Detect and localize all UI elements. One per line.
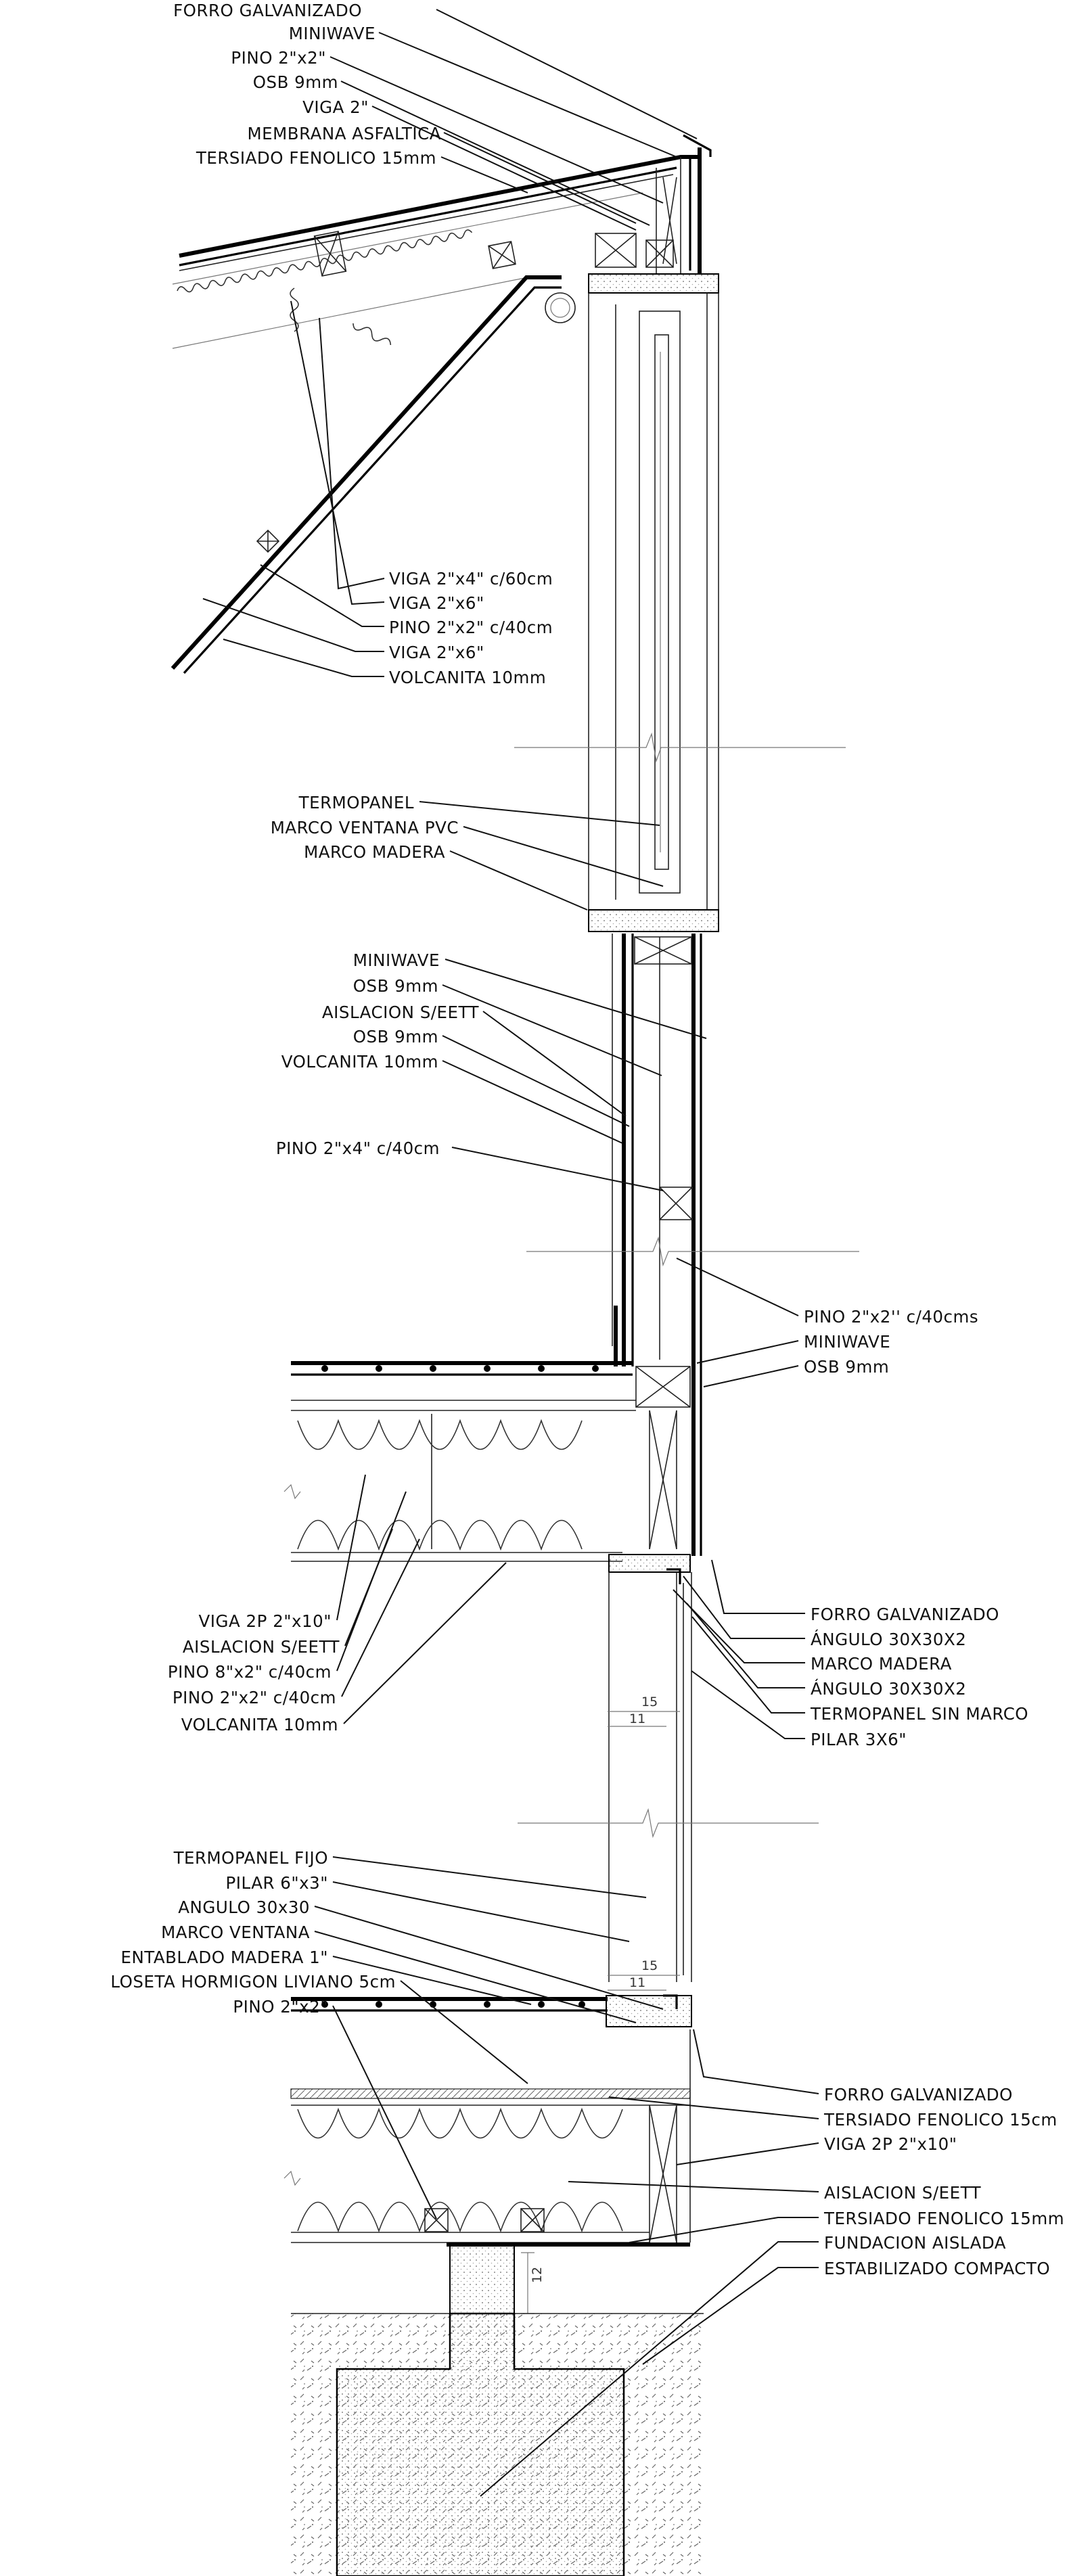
- labels-foundation: FORRO GALVANIZADO TERSIADO FENOLICO 15cm…: [823, 2085, 1064, 2278]
- label-pino-2x4: PINO 2"x4" c/40cm: [276, 1138, 440, 1158]
- label-tersiado-fenolico-roof: TERSIADO FENOLICO 15mm: [196, 148, 436, 168]
- labels-fixed-window: TERMOPANEL FIJO PILAR 6"x3" ANGULO 30x30…: [110, 1848, 396, 2017]
- dim-15-lower: 15: [641, 1958, 658, 1973]
- label-aislacion-wall: AISLACION S/EETT: [322, 1003, 480, 1022]
- label-fundacion-aislada: FUNDACION AISLADA: [824, 2233, 1006, 2253]
- label-termopanel-sin-marco: TERMOPANEL SIN MARCO: [810, 1704, 1028, 1724]
- labels-roof: FORRO GALVANIZADO MINIWAVE PINO 2"x2" OS…: [173, 1, 441, 168]
- floor-2: [283, 1997, 691, 2247]
- label-forro-galvanizado-corner: FORRO GALVANIZADO: [811, 1605, 999, 1624]
- label-miniwave-roof: MINIWAVE: [289, 24, 376, 43]
- label-pilar-6x3: PILAR 6"x3": [226, 1873, 329, 1893]
- label-angulo-30x30x2-a: ÁNGULO 30X30X2: [811, 1630, 966, 1649]
- label-tersiado-fenolico-15cm: TERSIADO FENOLICO 15cm: [823, 2110, 1057, 2130]
- label-loseta-hormigon: LOSETA HORMIGON LIVIANO 5cm: [110, 1972, 396, 1992]
- label-miniwave-wall-right: MINIWAVE: [804, 1332, 890, 1352]
- foundation: 12: [291, 2244, 704, 2576]
- leader-lines: [202, 9, 819, 2497]
- label-osb-wall-right: OSB 9mm: [804, 1357, 889, 1377]
- label-marco-madera-corner: MARCO MADERA: [811, 1654, 952, 1674]
- label-forro-galvanizado-roof: FORRO GALVANIZADO: [173, 1, 362, 20]
- label-pino-2x2-floor1: PINO 2"x2" c/40cm: [173, 1688, 336, 1707]
- label-pino-2x2-floor2: PINO 2"x2": [233, 1997, 328, 2017]
- label-marco-madera-upper: MARCO MADERA: [304, 842, 445, 862]
- label-osb-roof: OSB 9mm: [253, 72, 338, 92]
- label-viga-2x6-b: VIGA 2"x6": [389, 643, 484, 662]
- label-osb-wall-b: OSB 9mm: [353, 1027, 438, 1046]
- labels-corner: FORRO GALVANIZADO ÁNGULO 30X30X2 MARCO M…: [810, 1605, 1028, 1749]
- label-viga-2-roof: VIGA 2": [302, 97, 369, 117]
- label-aislacion-floor2: AISLACION S/EETT: [824, 2183, 982, 2203]
- label-marco-ventana: MARCO VENTANA: [161, 1923, 310, 1942]
- label-angulo-30x30: ANGULO 30x30: [178, 1898, 310, 1917]
- labels-ceiling: VIGA 2"x4" c/60cm VIGA 2"x6" PINO 2"x2" …: [389, 569, 553, 687]
- label-volcanita-ceiling: VOLCANITA 10mm: [389, 668, 546, 687]
- label-volcanita-floor1: VOLCANITA 10mm: [181, 1715, 338, 1734]
- label-termopanel: TERMOPANEL: [298, 793, 414, 812]
- label-estabilizado-compacto: ESTABILIZADO COMPACTO: [824, 2259, 1050, 2278]
- label-aislacion-floor1: AISLACION S/EETT: [183, 1637, 340, 1657]
- roof-assembly: [170, 134, 719, 674]
- dim-12: 12: [530, 2267, 545, 2283]
- labels-floor-1: VIGA 2P 2"x10" AISLACION S/EETT PINO 8"x…: [168, 1611, 340, 1734]
- label-osb-wall-a: OSB 9mm: [353, 976, 438, 996]
- label-pilar-3x6: PILAR 3X6": [811, 1730, 907, 1749]
- upper-wall: [526, 934, 859, 1556]
- labels-wall-right: PINO 2"x2'' c/40cms MINIWAVE OSB 9mm: [804, 1307, 978, 1377]
- label-viga-2x4: VIGA 2"x4" c/60cm: [389, 569, 553, 589]
- dim-15-upper: 15: [641, 1695, 658, 1709]
- lower-window: 15 11 15 11: [518, 1572, 819, 2027]
- label-pino-2x2-c40: PINO 2"x2" c/40cm: [389, 618, 553, 637]
- label-tersiado-fenolico-15mm-base: TERSIADO FENOLICO 15mm: [823, 2209, 1064, 2228]
- label-volcanita-wall: VOLCANITA 10mm: [281, 1052, 438, 1072]
- label-pino-2x2-cms: PINO 2"x2'' c/40cms: [804, 1307, 978, 1327]
- label-forro-galvanizado-base: FORRO GALVANIZADO: [824, 2085, 1013, 2104]
- label-viga-2x6-a: VIGA 2"x6": [389, 593, 484, 613]
- label-marco-ventana-pvc: MARCO VENTANA PVC: [271, 818, 459, 837]
- labels-window: TERMOPANEL MARCO VENTANA PVC MARCO MADER…: [271, 793, 459, 862]
- dim-11-lower: 11: [629, 1975, 645, 1990]
- label-viga-2p-floor1: VIGA 2P 2"x10": [199, 1611, 332, 1631]
- floor-1: [283, 1361, 691, 1584]
- label-viga-2p-floor2: VIGA 2P 2"x10": [824, 2134, 957, 2154]
- label-pino-8x2: PINO 8"x2" c/40cm: [168, 1662, 332, 1682]
- label-pino-2x2-roof: PINO 2"x2": [231, 48, 326, 68]
- upper-window: [514, 293, 846, 932]
- label-membrana-asfaltica: MEMBRANA ASFALTICA: [248, 124, 441, 143]
- label-entablado-madera: ENTABLADO MADERA 1": [120, 1948, 328, 1967]
- label-angulo-30x30x2-b: ÁNGULO 30X30X2: [811, 1679, 966, 1699]
- labels-wall: MINIWAVE OSB 9mm AISLACION S/EETT OSB 9m…: [276, 950, 480, 1158]
- dim-11-upper: 11: [629, 1711, 645, 1726]
- label-miniwave-wall: MINIWAVE: [353, 950, 440, 970]
- label-termopanel-fijo: TERMOPANEL FIJO: [173, 1848, 328, 1868]
